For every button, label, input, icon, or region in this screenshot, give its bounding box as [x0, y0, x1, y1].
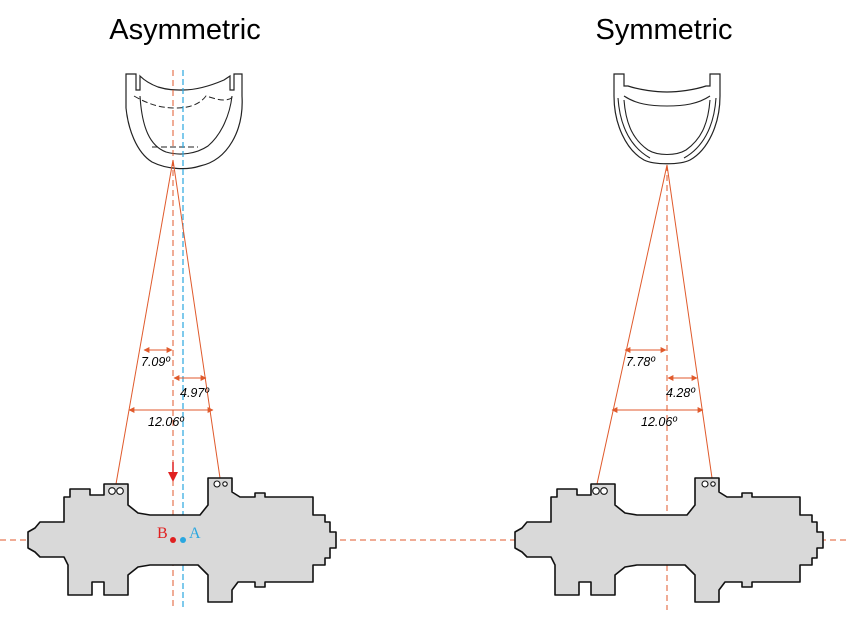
asymmetric-hub — [27, 477, 337, 603]
symmetric-left-spoke — [596, 164, 668, 485]
asymmetric-title: Asymmetric — [109, 14, 260, 46]
point-a-label: A — [189, 525, 201, 542]
symmetric-panel: Symmetric 7.78º 4.28º 12.06º — [514, 14, 824, 610]
asymmetric-right-spoke — [172, 159, 221, 479]
asymmetric-left-spoke — [115, 159, 174, 485]
point-b-marker — [170, 537, 176, 543]
asymmetric-total-angle-label: 12.06º — [148, 415, 185, 429]
symmetric-hub — [514, 477, 824, 603]
asymmetric-rim — [125, 73, 243, 170]
point-a-marker — [180, 537, 186, 543]
asymmetric-panel: Asymmetric 7.09º 4.97º 12.06º — [0, 14, 850, 610]
symmetric-total-angle-label: 12.06º — [641, 415, 678, 429]
symmetric-right-spoke — [666, 164, 713, 479]
point-b-label: B — [157, 525, 168, 542]
asymmetric-left-angle-label: 7.09º — [141, 355, 171, 369]
symmetric-left-angle-label: 7.78º — [626, 355, 656, 369]
offset-arrow-head-icon — [168, 472, 178, 482]
symmetric-right-angle-label: 4.28º — [666, 386, 696, 400]
symmetric-title: Symmetric — [596, 14, 733, 46]
asymmetric-right-angle-label: 4.97º — [180, 386, 210, 400]
symmetric-rim — [613, 73, 721, 165]
